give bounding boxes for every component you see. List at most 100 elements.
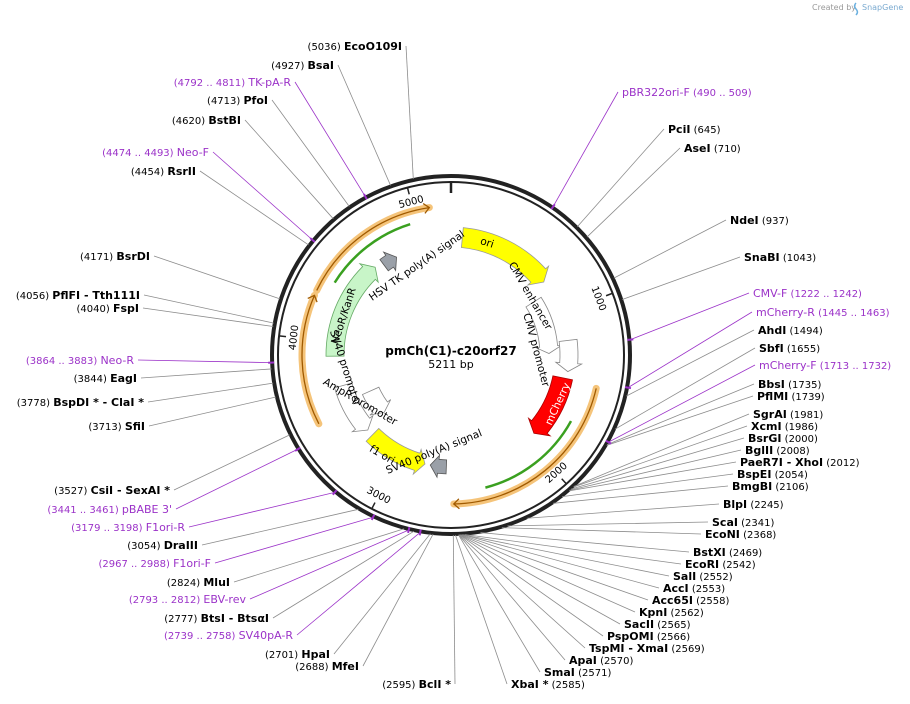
leader-bsai [337,64,391,186]
site-name: MfeI [332,660,359,673]
site-pos: (2341) [741,518,774,529]
site-bbsi: BbsI (1735) [758,378,821,391]
site-name: HpaI [301,648,330,661]
orf-arc-ampr-line [301,295,320,425]
primer-pos: (2793 .. 2812) [129,595,201,606]
site-pos: (2469) [729,548,762,559]
site-fspi: (4040) FspI [77,302,139,315]
primer-pos: (3179 .. 3198) [71,523,143,534]
site-mlui: (2824) MluI [167,576,230,589]
site-bsai: (4927) BsaI [271,59,334,72]
primer-pos: (3864 .. 3883) [26,356,98,367]
leader-pflmi [606,395,754,446]
leader-sgrai [573,413,750,487]
site-pos: (5036) [308,42,341,53]
site-name: ApaI [569,654,597,667]
leader-bsrgi [570,437,745,490]
site-bspdi-clai: (3778) BspDI * - ClaI * [17,396,144,409]
leader-sv40pa-r [296,532,421,636]
plasmid-size: 5211 bp [428,358,473,371]
primer-neo-r: (3864 .. 3883) Neo-R [26,354,135,367]
site-name: SgrAI [753,408,787,421]
primer-pos: (490 .. 509) [693,88,752,99]
site-name: BspDI * - ClaI * [53,396,144,409]
leader-asei [586,147,681,238]
site-name: PciI [668,123,690,136]
primer-name: CMV-F [753,287,787,300]
primer-pos: (1713 .. 1732) [820,361,892,372]
feature-ampr-promoter [334,382,374,433]
primer-cmv-f: CMV-F (1222 .. 1242) [753,287,862,300]
backbone-outer [270,174,632,536]
site-mfei: (2688) MfeI [295,660,359,673]
site-pos: (2777) [164,614,197,625]
site-smai: SmaI (2571) [544,666,611,679]
primer-mcherry-f: mCherry-F (1713 .. 1732) [759,359,891,372]
leader-bspei [562,473,734,498]
leader-neo-f [212,151,313,241]
site-acc65i: Acc65I (2558) [652,594,730,607]
leader-bbsi [606,383,755,445]
site-pos: (2558) [696,596,729,607]
site-name: SfiI [125,420,145,433]
feature-mcherry [527,375,573,437]
feature-sv40-promoter [361,386,392,416]
leader-f1ori-f [214,516,374,564]
site-pos: (1739) [791,392,824,403]
site-name: BsrGI [748,432,781,445]
site-name: BstBI [208,114,241,127]
site-name: BclI * [419,678,452,691]
site-pos: (2565) [657,620,690,631]
feature-label-hsv-tk-poly-a-signal: HSV TK poly(A) signal [367,228,467,303]
site-name: BmgBI [732,480,772,493]
leader-btsi-bts-i [272,530,415,619]
leader-acc65i [461,534,649,601]
primer-pos: (3441 .. 3461) [47,505,119,516]
site-xcmi: XcmI (1986) [751,420,818,433]
site-pcii: PciI (645) [668,123,721,136]
primer-pos: (1445 .. 1463) [818,308,890,319]
leader-bstbi [244,119,334,220]
feature-f1-ori [365,427,426,476]
feature-cmv-promoter [554,338,584,373]
site-pos: (937) [762,216,789,227]
site-pos: (3713) [88,422,121,433]
site-pos: (3778) [17,398,50,409]
leader-eagi [140,368,272,379]
site-ndei: NdeI (937) [730,214,789,227]
site-name: NdeI [730,214,759,227]
site-paer7i-xhoi: PaeR7I - XhoI (2012) [740,456,860,469]
site-name: SalI [673,570,696,583]
leader-sacii [459,534,621,625]
site-pos: (2570) [600,656,633,667]
site-pos: (4927) [271,61,304,72]
leader-bspdi-clai [147,382,274,403]
site-name: EagI [110,372,137,385]
site-sfii: (3713) SfiI [88,420,145,433]
site-name: SmaI [544,666,575,679]
feature-ori [460,227,550,286]
primer-name: EBV-rev [203,593,246,606]
leader-ecoo109i [405,45,414,180]
site-pos: (2106) [775,482,808,493]
site-name: PfoI [244,94,269,107]
primer-name: TK-pA-R [247,76,291,89]
site-pos: (2595) [382,680,415,691]
site-bcli: (2595) BclI * [382,678,451,691]
site-pos: (2571) [578,668,611,679]
site-name: SnaBI [744,251,780,264]
site-pos: (2054) [775,470,808,481]
primer-name: SV40pA-R [239,629,294,642]
site-pos: (3054) [127,541,160,552]
primer-name: pBR322ori-F [622,86,690,99]
primer-name: mCherry-R [756,306,815,319]
site-pos: (645) [694,125,721,136]
leader-bstxi [480,532,690,553]
site-name: DraIII [164,539,198,552]
scale-tick [561,478,567,485]
site-pos: (4040) [77,304,110,315]
site-sali: SalI (2552) [673,570,733,583]
site-name: XbaI * [511,678,549,691]
site-bsrdi: (4171) BsrDI [80,250,150,263]
